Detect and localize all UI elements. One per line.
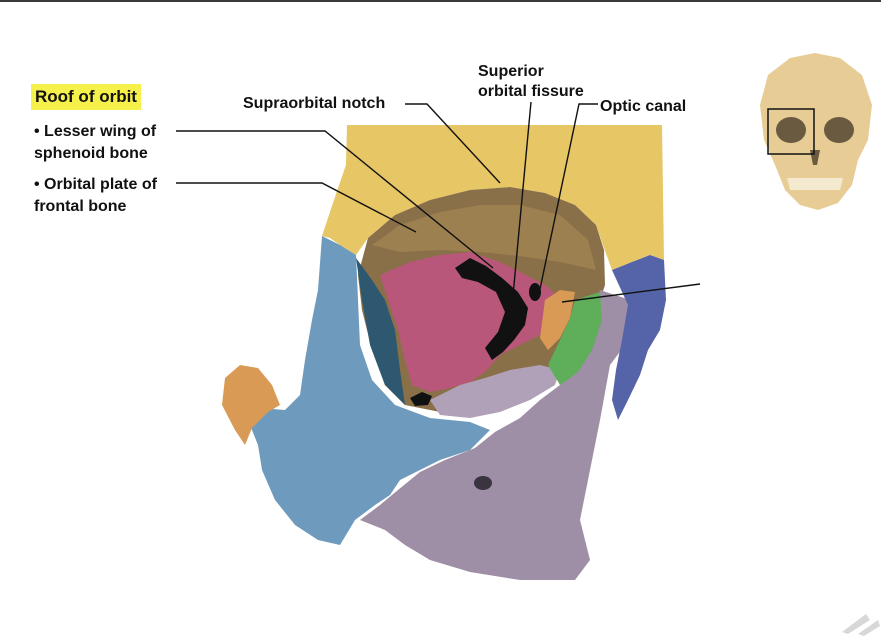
infraorbital-foramen (474, 476, 492, 490)
leader-lacrimal (561, 283, 701, 303)
optic-canal-opening (529, 283, 541, 301)
label-optic-canal: Optic canal (600, 98, 687, 115)
slide-title: Roof of orbit (31, 84, 141, 110)
lateral-wall-shadow (356, 258, 405, 405)
nasal-bone-region (612, 255, 666, 420)
zygomatic-bone-region (250, 236, 490, 545)
bullet-orbital-plate: • Orbital plate of frontal bone (34, 174, 157, 218)
lacrimal-bone-region (540, 290, 575, 350)
bullet-lesser-wing: • Lesser wing of sphenoid bone (34, 121, 156, 165)
skull-thumbnail-icon (760, 53, 872, 210)
frontal-bone-region (322, 125, 664, 270)
top-divider (0, 0, 881, 2)
bullet-orbital-plate-line2: frontal bone (34, 198, 127, 215)
leader-lesser-wing (176, 130, 494, 269)
maxilla-region (360, 290, 630, 580)
skull-thumbnail-highlight-box (767, 108, 815, 155)
label-supraorbital-notch: Supraorbital notch (243, 95, 386, 112)
orbital-floor (430, 365, 560, 418)
leader-orbital-plate (176, 182, 417, 233)
corner-watermark-icon (842, 614, 880, 636)
leader-optic-canal (539, 103, 598, 290)
bullet-lesser-wing-line1: • Lesser wing of (34, 123, 157, 140)
label-superior-orbital-fissure-line1: Superior (478, 63, 544, 80)
leader-superior-orbital-fissure (510, 101, 532, 318)
orbital-plate-shading (372, 205, 596, 270)
sphenoid-bone-region (380, 252, 560, 392)
leader-supraorbital-notch (405, 103, 501, 184)
inferior-orbital-fissure (410, 392, 432, 406)
ethmoid-bone-region (548, 292, 602, 385)
superior-orbital-fissure (455, 258, 528, 360)
bullet-lesser-wing-line2: sphenoid bone (34, 145, 148, 162)
label-superior-orbital-fissure-line2: orbital fissure (478, 83, 584, 100)
bullet-orbital-plate-line1: • Orbital plate of (34, 176, 157, 193)
zygomatic-process-tip (222, 365, 280, 445)
